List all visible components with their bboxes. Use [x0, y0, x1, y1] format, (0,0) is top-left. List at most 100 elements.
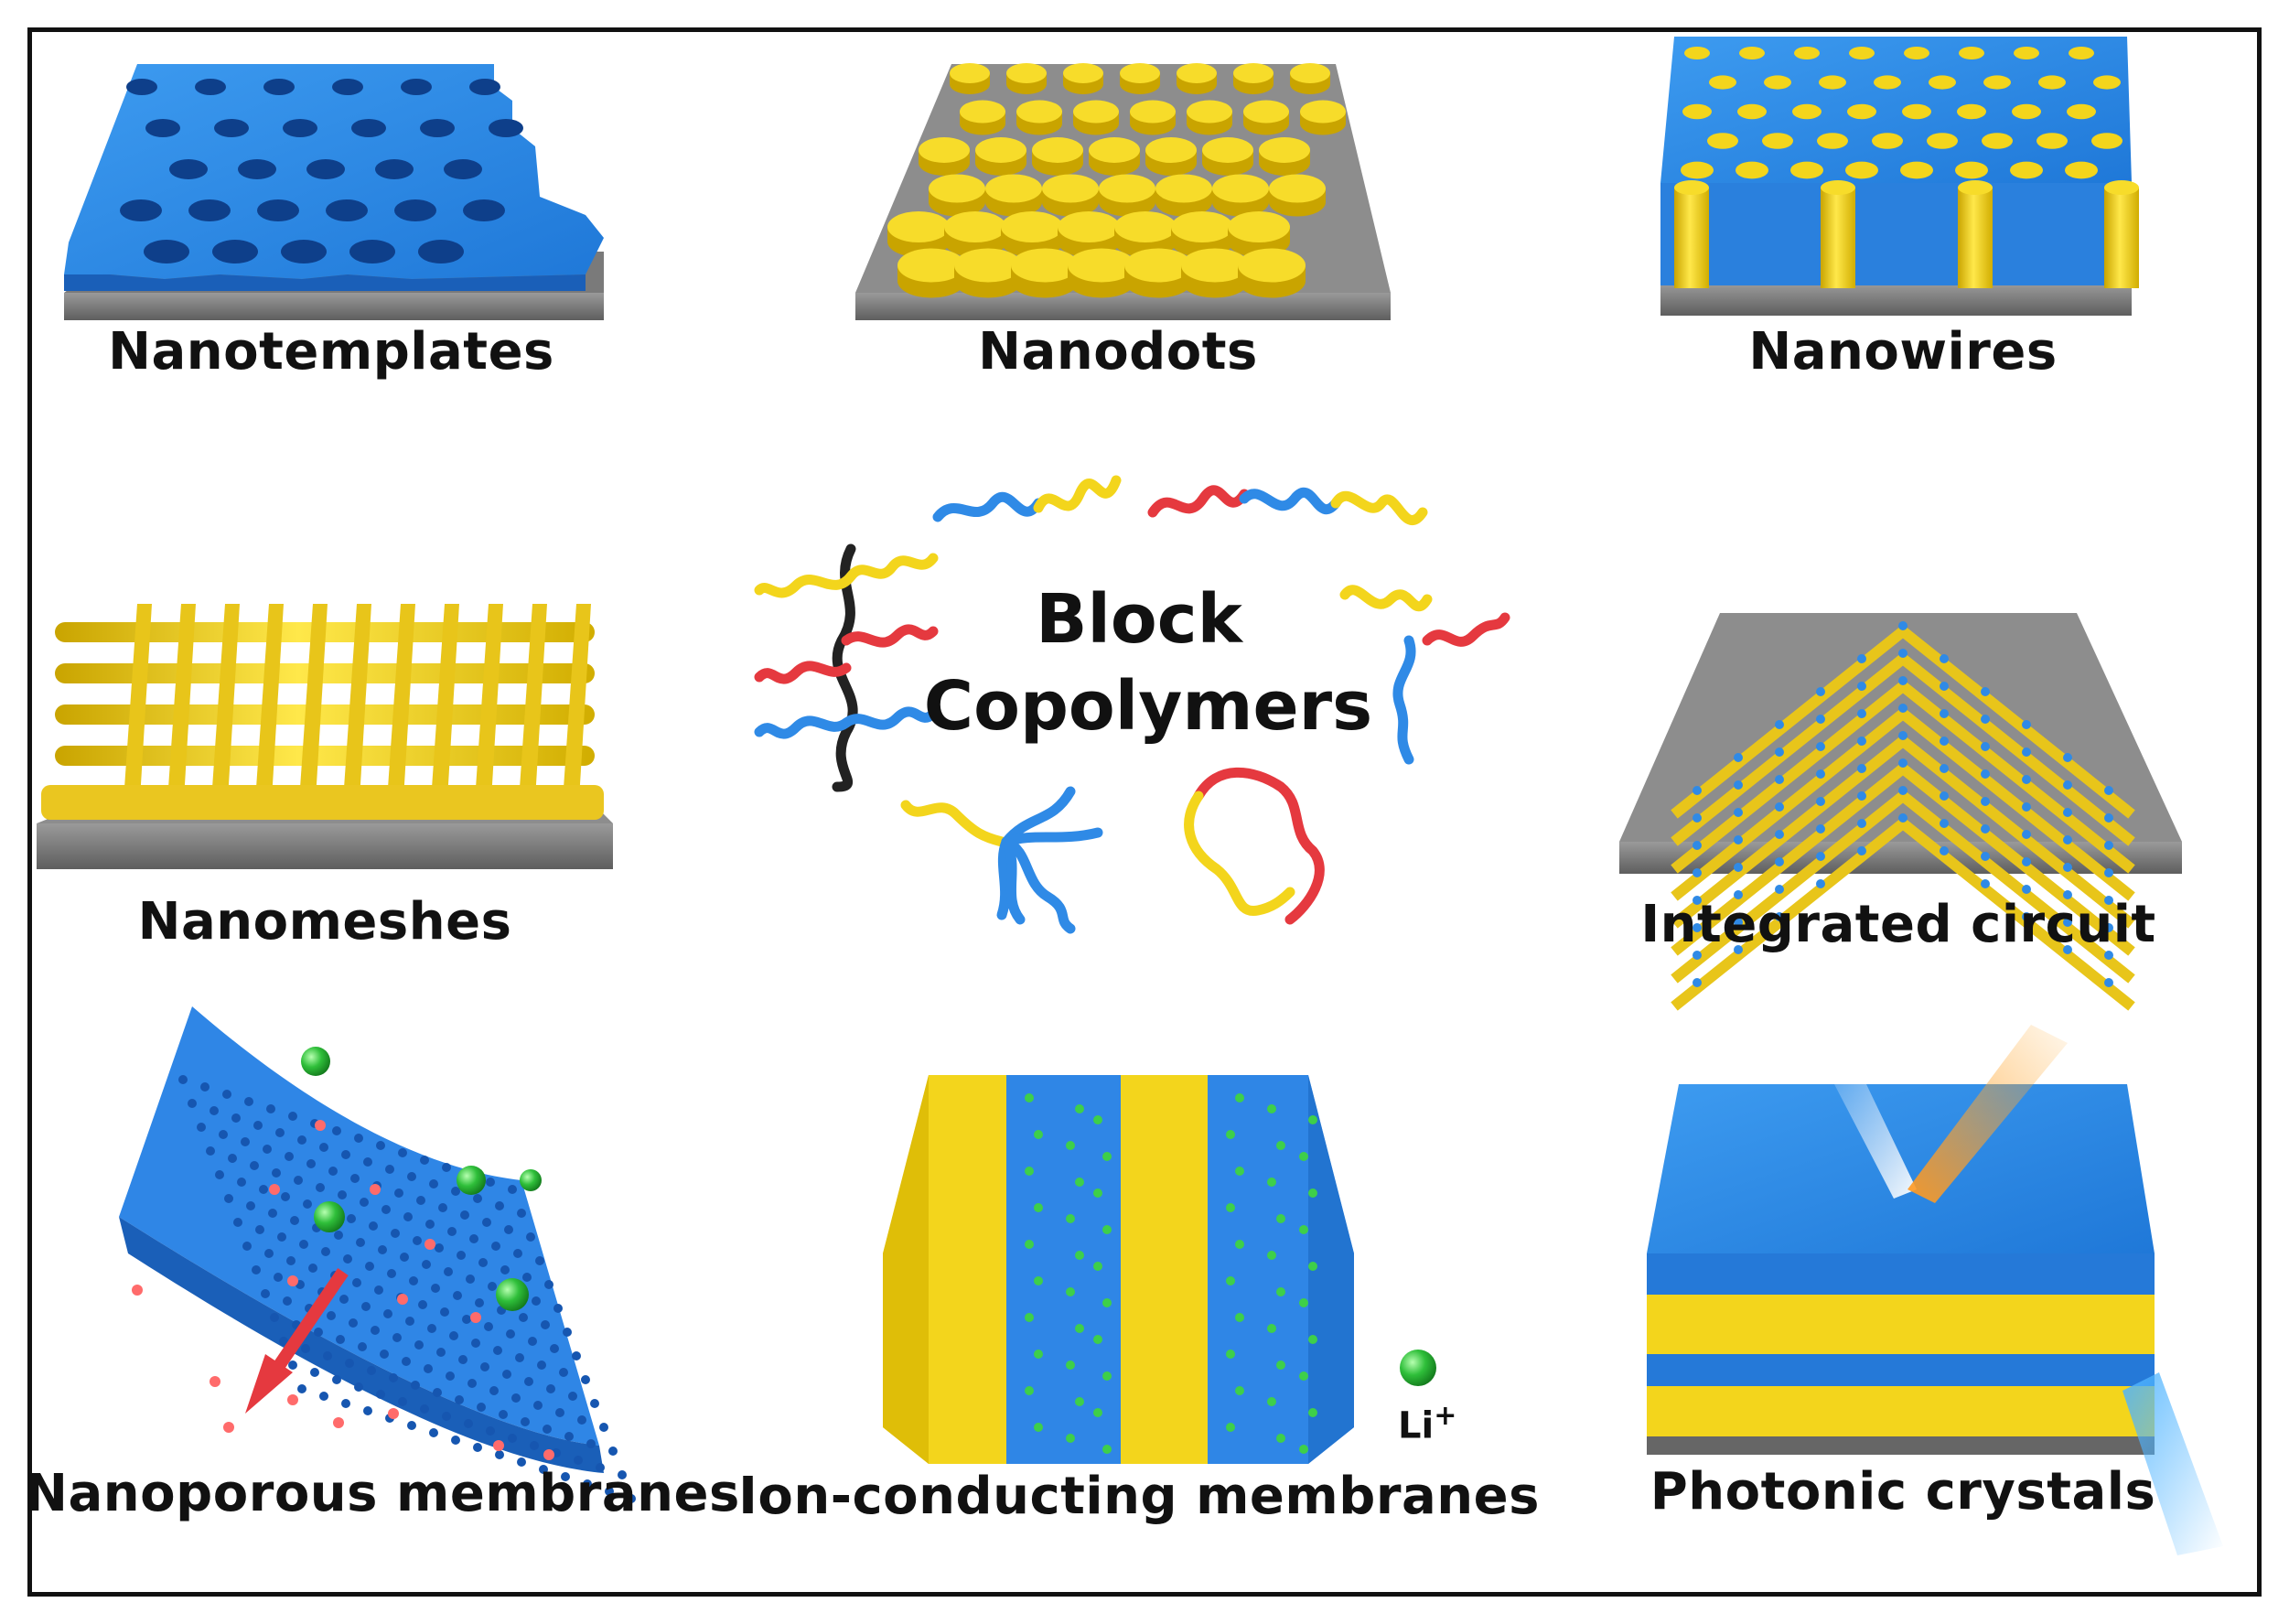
li-ion: [1102, 1152, 1112, 1161]
membrane-pore: [380, 1350, 389, 1359]
nanodot: [1089, 137, 1140, 163]
nanodot: [1243, 100, 1289, 124]
nanowire-end: [1709, 75, 1736, 90]
membrane-pore: [215, 1170, 224, 1179]
membrane-pore: [467, 1379, 477, 1388]
circuit-line: [1940, 819, 1949, 828]
membrane-pore: [495, 1201, 504, 1210]
mesh-bar: [562, 604, 591, 814]
li-ion: [1235, 1313, 1244, 1322]
nanodot: [919, 137, 970, 163]
circuit-line: [1981, 715, 1990, 724]
membrane-pore: [389, 1373, 398, 1382]
circuit-line: [1671, 736, 2135, 929]
circuit-line: [1734, 780, 1743, 790]
li-ion: [1025, 1240, 1034, 1249]
membrane-pore: [301, 1344, 310, 1353]
circuit-line: [2022, 912, 2031, 921]
nanowire-end: [1764, 75, 1791, 90]
circuit-line: [1693, 896, 1702, 905]
membrane-pore: [425, 1220, 435, 1229]
nanodot: [1181, 248, 1249, 283]
circuit-line: [2022, 775, 2031, 784]
li-ion: [1066, 1141, 1075, 1150]
nanowire-end: [1681, 161, 1714, 179]
nanodot: [1300, 100, 1346, 124]
membrane-pore: [319, 1143, 328, 1152]
template-hole: [351, 119, 386, 137]
membrane-pore: [537, 1361, 546, 1370]
membrane-pore: [455, 1395, 464, 1404]
membrane-pore: [392, 1333, 402, 1342]
membrane-pore: [427, 1324, 436, 1333]
membrane-pore: [553, 1304, 563, 1313]
li-ion: [1034, 1130, 1043, 1139]
li-ion: [1102, 1298, 1112, 1307]
membrane-pore: [515, 1353, 524, 1362]
circuit-line: [1857, 682, 1866, 691]
nanodot: [1177, 63, 1217, 83]
membrane-pore: [543, 1425, 552, 1434]
membrane-pore: [564, 1432, 574, 1441]
li-ion: [1299, 1152, 1308, 1161]
membrane-pore: [363, 1406, 372, 1415]
mesh-bar: [254, 604, 284, 814]
membrane-pore: [486, 1426, 495, 1436]
membrane-pore: [599, 1423, 608, 1432]
circuit-line: [1671, 626, 2135, 819]
circuit-line: [1940, 709, 1949, 718]
membrane-pore: [464, 1419, 473, 1428]
nanowire-end: [1792, 103, 1822, 120]
membrane-pore: [328, 1167, 338, 1176]
circuit-line: [1775, 830, 1784, 839]
membrane-pore: [297, 1384, 306, 1393]
membrane-pore: [400, 1253, 409, 1262]
membrane-pore: [349, 1318, 358, 1328]
li-ion: [1235, 1386, 1244, 1395]
membrane-pore: [533, 1401, 543, 1410]
membrane-pore: [336, 1335, 345, 1344]
membrane-pore: [264, 1249, 274, 1258]
circuit-line: [1898, 731, 1908, 740]
membrane-pore: [306, 1159, 316, 1168]
circuit-line: [1857, 846, 1866, 855]
li-ion: [1066, 1287, 1075, 1296]
nanowire: [1958, 180, 1993, 195]
nanodot: [1145, 137, 1197, 163]
membrane-pore: [435, 1243, 444, 1253]
template-hole: [283, 119, 317, 137]
circuit-line: [1775, 802, 1784, 812]
template-hole: [281, 240, 327, 263]
nanowire-end: [1737, 103, 1767, 120]
circuit-line: [2063, 808, 2072, 817]
circuit-line: [1734, 945, 1743, 954]
circuit-line: [2063, 863, 2072, 872]
circuit-line: [2022, 830, 2031, 839]
circuit-line: [1816, 824, 1825, 834]
circuit-line: [1981, 797, 1990, 806]
nanowire: [1958, 188, 1993, 288]
membrane-pore: [341, 1399, 350, 1408]
membrane-pore: [283, 1296, 292, 1306]
ion-particle: [370, 1184, 381, 1195]
nanodot: [1120, 63, 1160, 83]
membrane-pore: [532, 1296, 541, 1306]
nanowire-end: [1900, 161, 1933, 179]
nanowire-end: [1959, 47, 1984, 59]
circuit-line: [1734, 753, 1743, 762]
mesh-bar: [55, 704, 595, 725]
membrane-pore: [274, 1273, 283, 1282]
membrane-pore: [424, 1364, 433, 1373]
nanowire-end: [1874, 75, 1901, 90]
membrane-pore: [577, 1415, 586, 1425]
membrane-pore: [354, 1134, 363, 1143]
template-hole: [444, 159, 482, 179]
li-ion: [1034, 1350, 1043, 1359]
mesh-bar: [342, 604, 371, 814]
li-ion: [1235, 1167, 1244, 1176]
membrane-pore: [469, 1234, 478, 1243]
ion-particle: [333, 1417, 344, 1428]
nanodot: [1155, 174, 1212, 203]
membrane-pore: [290, 1216, 299, 1225]
membrane-pore: [402, 1357, 411, 1366]
